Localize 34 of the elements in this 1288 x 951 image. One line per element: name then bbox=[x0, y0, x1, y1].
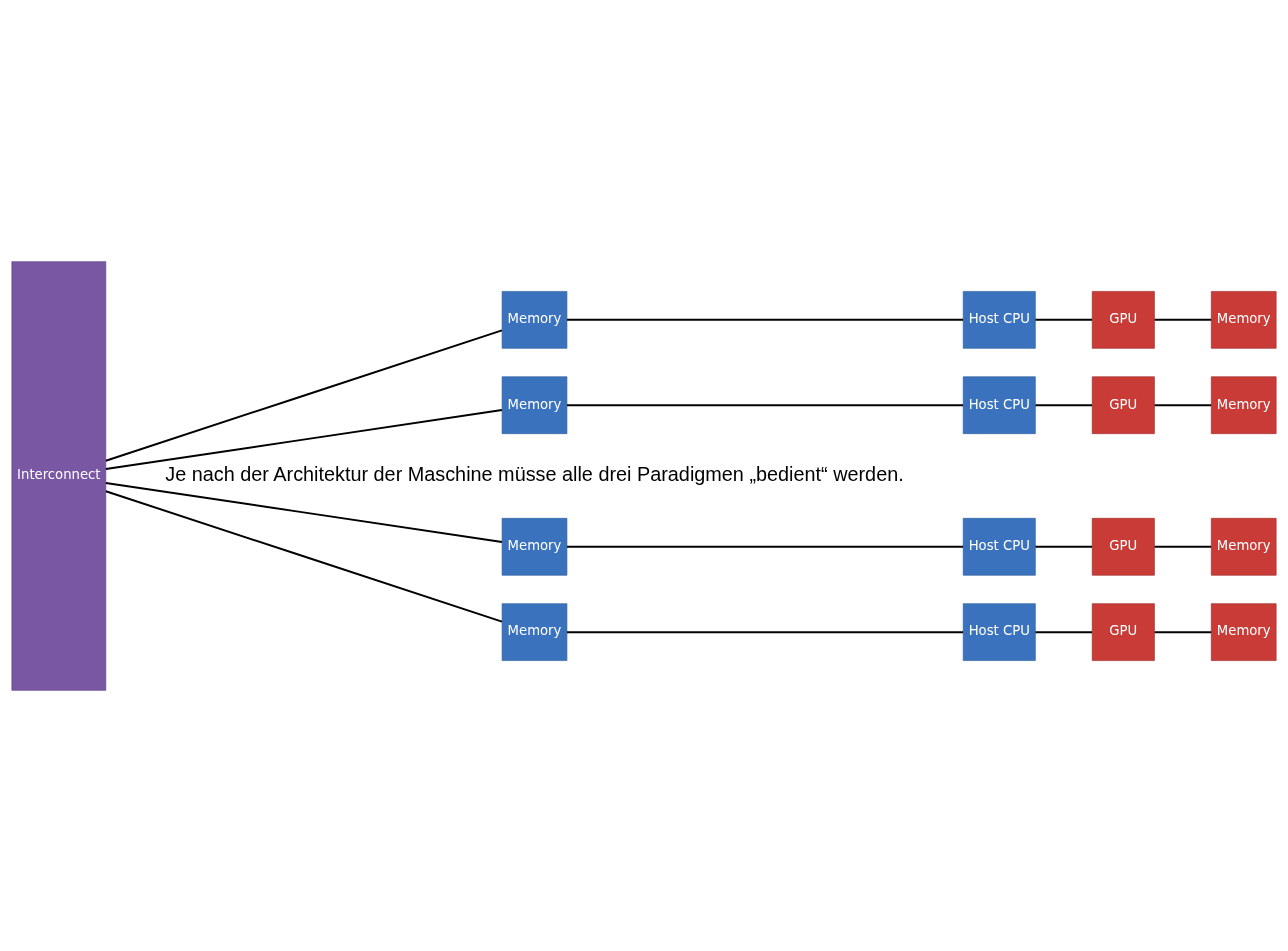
connector bbox=[104, 328, 503, 462]
node-box: Memory bbox=[1211, 375, 1277, 434]
node-box: Host CPU bbox=[962, 290, 1036, 349]
connector bbox=[566, 403, 965, 406]
connector bbox=[566, 545, 965, 548]
node-box: Memory bbox=[1211, 290, 1277, 349]
node-box: Memory bbox=[501, 375, 568, 434]
node-box: Memory bbox=[501, 290, 568, 349]
connector bbox=[104, 481, 503, 543]
node-box: Memory bbox=[501, 602, 568, 661]
connector bbox=[566, 630, 965, 633]
connector bbox=[566, 318, 965, 321]
node-box: Memory bbox=[1211, 602, 1277, 661]
connector bbox=[1034, 403, 1093, 406]
node-box: Host CPU bbox=[962, 602, 1036, 661]
label: Je nach der Architektur der Maschine müsse alle drei Paradigmen „bedient“ werden. bbox=[165, 462, 904, 485]
connector bbox=[1034, 545, 1093, 548]
connector bbox=[1153, 403, 1213, 406]
connector bbox=[1034, 318, 1093, 321]
connector bbox=[104, 489, 503, 623]
connector bbox=[1153, 545, 1213, 548]
connector bbox=[1034, 630, 1093, 633]
node-box: GPU bbox=[1091, 375, 1155, 434]
node-box: GPU bbox=[1091, 517, 1155, 576]
connector bbox=[104, 408, 503, 470]
connector bbox=[1153, 630, 1213, 633]
node-box: GPU bbox=[1091, 602, 1155, 661]
node-box: Interconnect bbox=[11, 260, 107, 691]
node-box: GPU bbox=[1091, 290, 1155, 349]
node-box: Memory bbox=[1211, 517, 1277, 576]
node-box: Host CPU bbox=[962, 375, 1036, 434]
node-box: Host CPU bbox=[962, 517, 1036, 576]
connector bbox=[1153, 318, 1213, 321]
node-box: Memory bbox=[501, 517, 568, 576]
